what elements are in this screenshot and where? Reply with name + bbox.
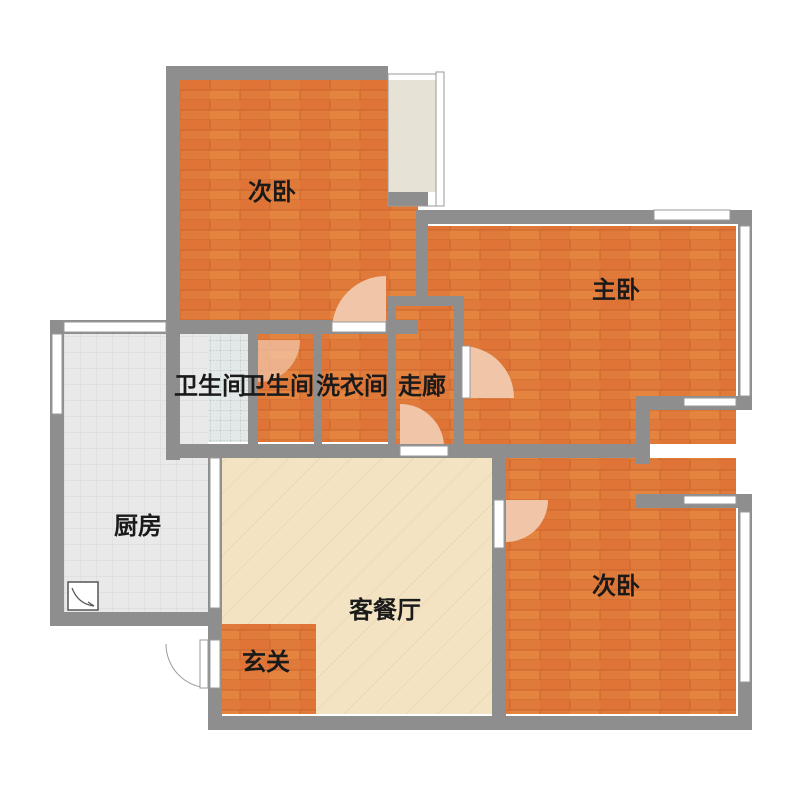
floor-foyer: [222, 624, 316, 714]
floor-wash-room: [322, 334, 390, 442]
doors: [165, 276, 548, 689]
window-kitchen-top: [63, 321, 167, 333]
door-bathroom: [258, 340, 300, 382]
floor-kitchen: [64, 334, 208, 612]
window-bedroom-bottom-right: [739, 511, 751, 683]
window-corridor-bottom: [399, 445, 449, 457]
kitchen-appliance: [67, 581, 99, 611]
door-master-bedroom: [462, 346, 514, 398]
label-bathroom-1: 卫生间: [174, 372, 246, 400]
floor-balcony: [388, 80, 436, 192]
window-kitchen-right: [209, 457, 221, 609]
label-second-bedroom-top: 次卧: [248, 178, 296, 206]
door-second-bedroom-bottom: [506, 500, 548, 542]
windows: [51, 71, 751, 689]
window-living-left: [209, 639, 221, 689]
label-master-bedroom: 主卧: [592, 276, 640, 304]
label-kitchen: 厨房: [114, 512, 162, 540]
label-wash-room: 洗衣间: [316, 372, 388, 400]
window-master-right: [739, 225, 751, 397]
window-balcony-right: [435, 71, 445, 207]
door-second-bedroom-top: [332, 276, 386, 330]
label-second-bedroom-bottom: 次卧: [592, 572, 640, 600]
label-living-dining: 客餐厅: [349, 596, 421, 624]
floor-master-bedroom: [428, 226, 736, 444]
label-foyer: 玄关: [242, 648, 290, 676]
window-master-top: [653, 209, 731, 221]
label-corridor: 走廊: [398, 372, 446, 400]
window-master-bottom: [683, 397, 737, 407]
door-corridor: [400, 403, 444, 444]
window-kitchen-left: [51, 333, 63, 415]
window-bedroom-bottom-top: [683, 495, 737, 505]
room-labels: 次卧 主卧 卫生间 卫生间 洗衣间 走廊 厨房 客餐厅 玄关 次卧: [114, 178, 640, 676]
label-bathroom-2: 卫生间: [242, 372, 314, 400]
